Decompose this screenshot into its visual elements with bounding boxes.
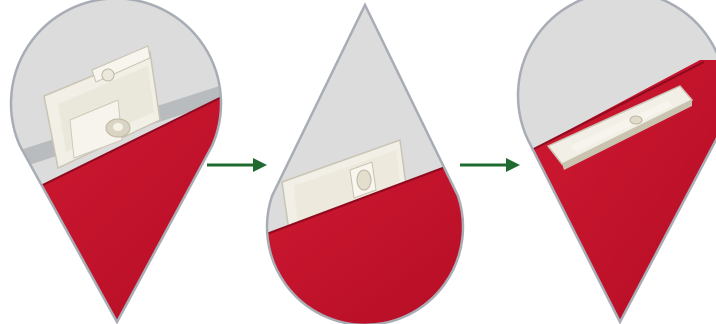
arrow-2-right-arrow-icon bbox=[460, 158, 520, 172]
step-1-teardrop bbox=[0, 0, 240, 324]
arrow-1-right-arrow-icon bbox=[207, 158, 267, 172]
step-2-teardrop bbox=[240, 0, 480, 324]
step-3-teardrop bbox=[500, 0, 716, 324]
